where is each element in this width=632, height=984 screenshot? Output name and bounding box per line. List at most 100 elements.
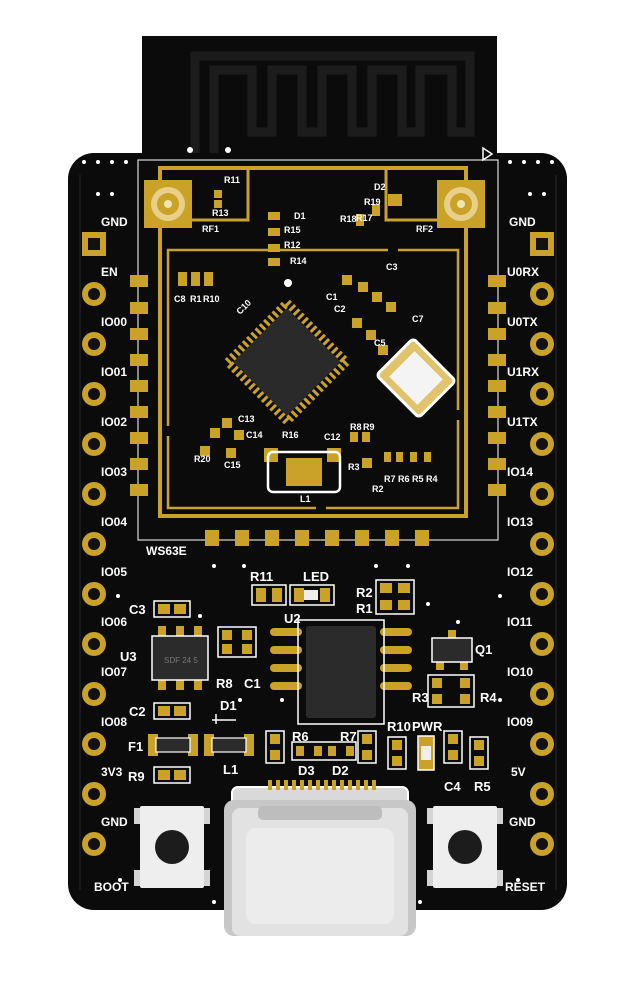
vias (82, 147, 554, 904)
label-mod-r4: R4 (426, 474, 438, 484)
module-shield (158, 166, 468, 518)
pin-label-right-4: U1TX (507, 415, 538, 429)
label-mod-d2: D2 (374, 182, 386, 192)
label-d3: D3 (298, 763, 315, 778)
reset-label: RESET (505, 880, 546, 894)
pin-label-left-0: GND (101, 215, 128, 229)
label-mod-r15: R15 (284, 225, 301, 235)
label-r8: R8 (216, 676, 233, 691)
module-silkscreen: R11 R13 D1 R15 R12 R14 C8 R1 R10 C10 C1 … (174, 175, 438, 504)
pin-label-left-7: IO05 (101, 565, 127, 579)
label-mod-r2: R2 (372, 484, 384, 494)
pcb-outline-trace (79, 175, 557, 890)
header-pins-left (82, 232, 106, 856)
label-mod-c15: C15 (224, 460, 241, 470)
label-l1: L1 (223, 762, 238, 777)
label-mod-r12: R12 (284, 240, 301, 250)
d1-diode (204, 734, 254, 756)
carrier-part-outlines (153, 579, 489, 784)
label-u3: U3 (120, 649, 137, 664)
module-pads-right (488, 275, 506, 496)
label-r6: R6 (292, 729, 309, 744)
label-r4: R4 (480, 690, 497, 705)
pin-label-right-10: IO09 (507, 715, 533, 729)
label-rf1: RF1 (202, 224, 219, 234)
pin-label-left-8: IO06 (101, 615, 127, 629)
label-r2: R2 (356, 585, 373, 600)
label-mod-l1: L1 (300, 494, 311, 504)
pin-labels-left: GND EN IO00 IO01 IO02 IO03 IO04 IO05 IO0… (101, 215, 128, 829)
module-label: WS63E (146, 544, 187, 558)
label-r11: R11 (250, 569, 273, 584)
pin-label-left-10: IO08 (101, 715, 127, 729)
label-pwr: PWR (412, 719, 443, 734)
pin-label-right-2: U0TX (507, 315, 538, 329)
label-mod-r6: R6 (398, 474, 410, 484)
antenna-trace (190, 51, 475, 160)
label-r7: R7 (340, 729, 357, 744)
soc-chip (221, 296, 353, 428)
u3-chip: SDF 24 5 (151, 626, 209, 690)
reset-button[interactable] (427, 806, 503, 888)
pin-label-left-2: IO00 (101, 315, 127, 329)
label-c3: C3 (129, 602, 146, 617)
label-mod-c2: C2 (334, 304, 346, 314)
label-mod-c8: C8 (174, 294, 186, 304)
antenna-connector-left (144, 180, 192, 228)
f1-fuse (148, 734, 198, 756)
label-mod-r16: R16 (282, 430, 299, 440)
pin-label-right-3: U1RX (507, 365, 539, 379)
label-mod-r3: R3 (348, 462, 360, 472)
label-mod-c7: C7 (412, 314, 424, 324)
label-c2: C2 (129, 704, 146, 719)
pin-label-right-12: GND (509, 815, 536, 829)
u2-chip (270, 619, 412, 725)
label-mod-c12: C12 (324, 432, 341, 442)
antenna-connector-right (437, 180, 485, 228)
label-r5: R5 (474, 779, 491, 794)
d1-polarity-marker (212, 714, 236, 724)
label-led: LED (303, 569, 329, 584)
u3-marking: SDF 24 5 (164, 656, 198, 665)
pin-label-right-0: GND (509, 215, 536, 229)
label-q1: Q1 (475, 642, 492, 657)
carrier-silkscreen: R11 LED R2 R1 U2 C3 U3 R8 C1 C2 D1 F1 R9… (94, 569, 546, 894)
label-mod-c14: C14 (246, 430, 263, 440)
usb-c-pins (268, 780, 376, 790)
pin-label-right-8: IO11 (507, 615, 533, 629)
label-r10: R10 (387, 719, 411, 734)
module-pads-left (130, 275, 148, 496)
module-inductor (266, 450, 342, 494)
usb-c-connector (224, 786, 416, 936)
carrier-smd-pads (158, 583, 484, 780)
pin-label-left-6: IO04 (101, 515, 127, 529)
pin-label-left-9: IO07 (101, 665, 127, 679)
label-mod-r7: R7 (384, 474, 396, 484)
header-pins-right (530, 232, 554, 856)
pin-label-right-7: IO12 (507, 565, 533, 579)
label-mod-r14: R14 (290, 256, 307, 266)
label-d1: D1 (220, 698, 237, 713)
label-mod-c1: C1 (326, 292, 338, 302)
label-mod-r17: R17 (356, 213, 373, 223)
pin1-marker-icon (482, 146, 494, 162)
label-u2: U2 (284, 611, 301, 626)
boot-button[interactable] (134, 806, 210, 888)
module-smd-parts (178, 190, 431, 468)
pin-label-right-5: IO14 (507, 465, 533, 479)
pin-label-left-5: IO03 (101, 465, 127, 479)
soc-pin1-dot (284, 279, 292, 287)
pin-label-right-11: 5V (511, 765, 526, 779)
pcb-body (68, 153, 567, 910)
led-chip (304, 590, 318, 600)
pin-label-right-6: IO13 (507, 515, 533, 529)
pin-label-left-4: IO02 (101, 415, 127, 429)
label-mod-r11: R11 (224, 175, 240, 185)
label-mod-r18: R18 (340, 214, 357, 224)
label-d2: D2 (332, 763, 349, 778)
label-mod-r8: R8 (350, 422, 362, 432)
label-c4: C4 (444, 779, 461, 794)
module-outline (137, 159, 499, 541)
pwr-led-body (421, 746, 431, 760)
